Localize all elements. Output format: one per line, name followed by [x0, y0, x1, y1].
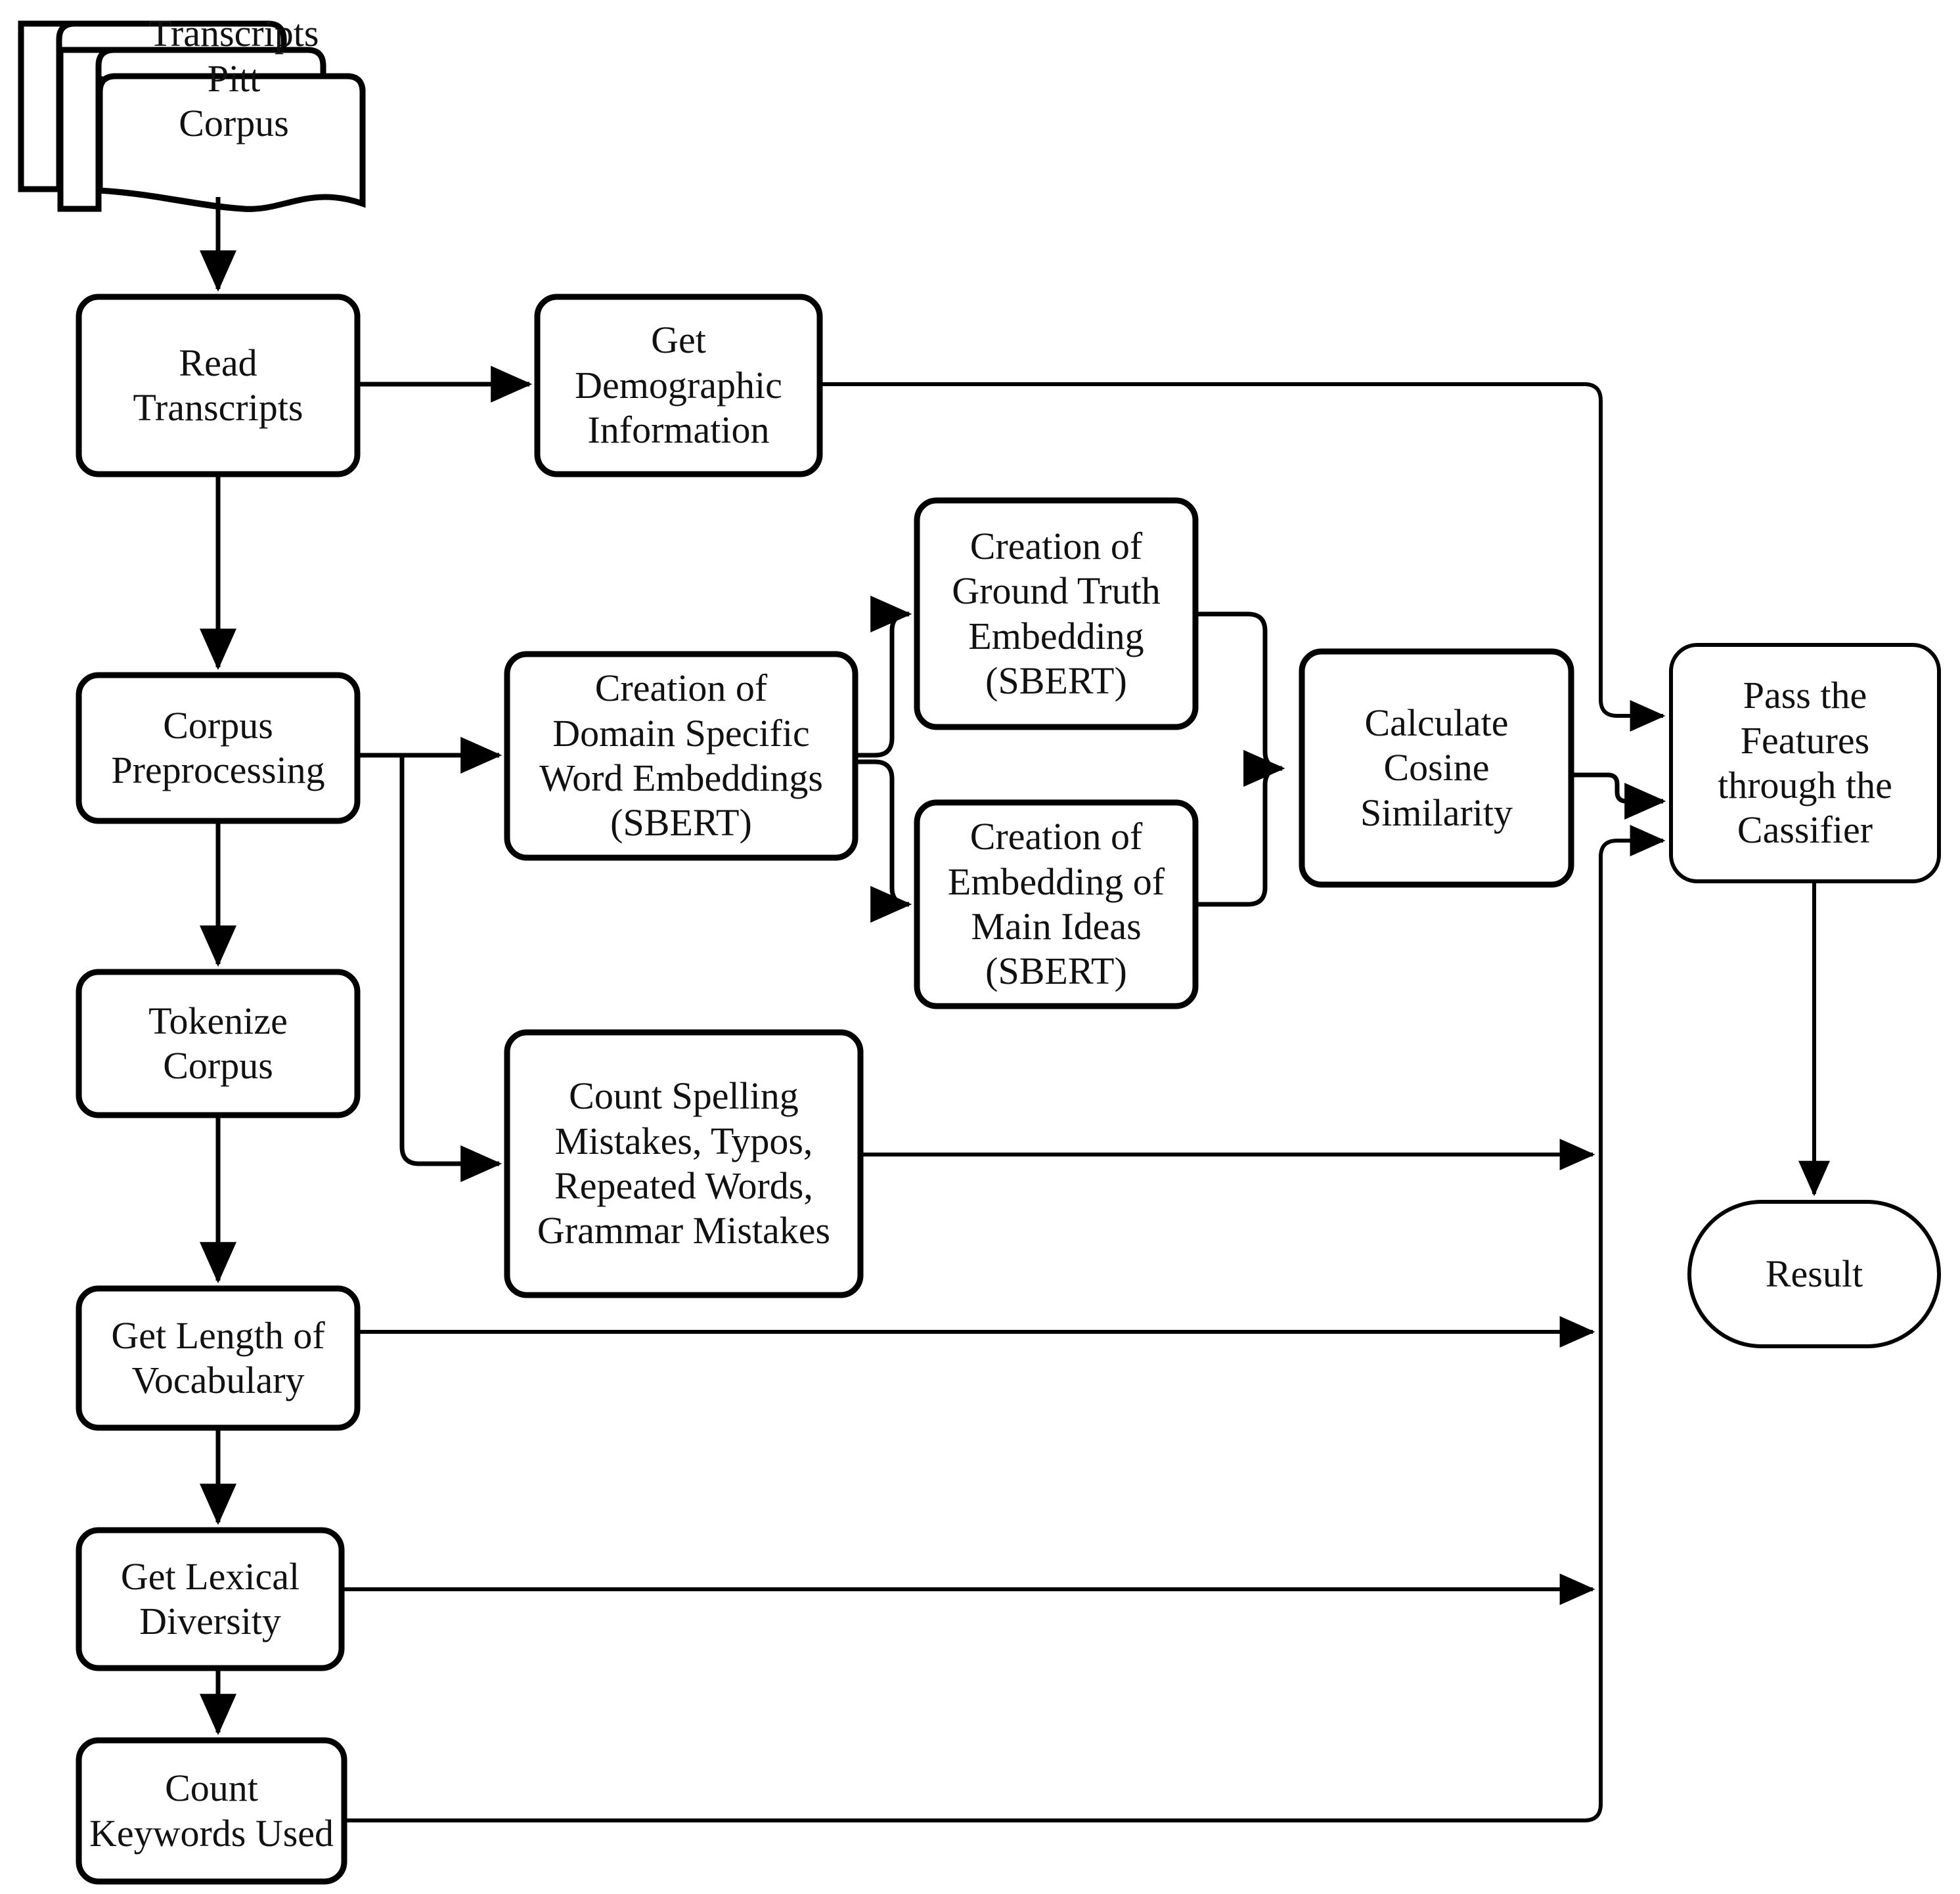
node-classifier[interactable] — [1669, 643, 1941, 883]
node-domain-embeddings[interactable] — [504, 651, 858, 861]
node-vocab-length[interactable] — [76, 1285, 361, 1431]
edge-domain-to-ground-truth — [855, 596, 912, 758]
node-main-ideas-embedding[interactable] — [914, 799, 1199, 1009]
node-lexical-diversity[interactable] — [76, 1527, 345, 1671]
edge-preprocessing-to-spelling — [399, 755, 502, 1182]
node-count-keywords[interactable] — [76, 1737, 347, 1885]
node-transcripts[interactable] — [18, 20, 366, 212]
node-ground-truth-embedding[interactable] — [914, 497, 1199, 730]
edge-keywords-to-classifier — [344, 825, 1666, 1822]
edge-cosine-to-classifier — [1571, 772, 1666, 820]
edge-main-ideas-to-cosine — [1195, 750, 1285, 907]
node-demographic[interactable] — [534, 294, 823, 477]
node-count-spelling-mistakes[interactable] — [504, 1029, 864, 1298]
edge-domain-to-main-ideas — [855, 759, 912, 923]
node-read-transcripts[interactable] — [76, 294, 361, 477]
node-cosine-similarity[interactable] — [1299, 648, 1574, 888]
edge-ground-truth-to-cosine — [1195, 611, 1285, 787]
node-result[interactable] — [1687, 1200, 1941, 1348]
node-tokenize-corpus[interactable] — [76, 969, 361, 1118]
edge-demographic-to-classifier — [820, 382, 1666, 732]
node-corpus-preprocessing[interactable] — [76, 672, 361, 824]
